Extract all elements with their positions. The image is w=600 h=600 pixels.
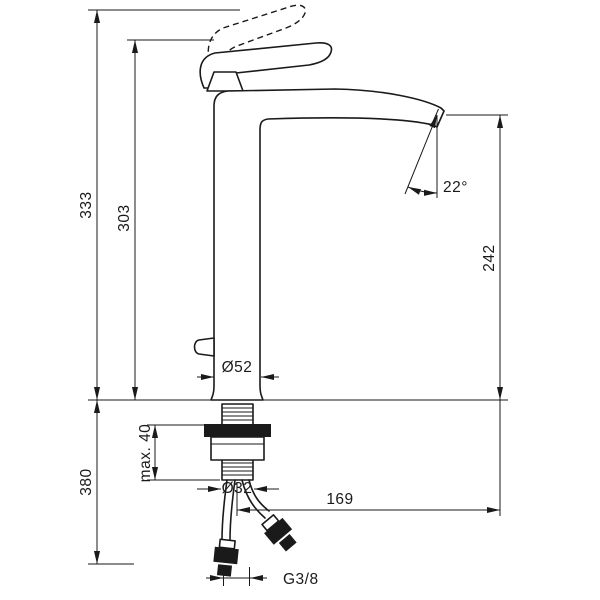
extension-lines: [88, 9, 508, 565]
dim-label-overall-height: 333: [78, 191, 95, 218]
dim-body-height: 303: [116, 40, 139, 400]
dim-label-body-height: 303: [116, 204, 133, 231]
dim-spout-angle: 22°: [404, 114, 468, 198]
popup-rod-knob: [193, 337, 215, 357]
dim-label-body-diameter: Ø52: [222, 359, 253, 376]
hose-connector-left: [213, 538, 239, 577]
dim-outlet-height: 242: [481, 115, 504, 400]
dim-label-angle: 22°: [443, 179, 468, 196]
dim-body-diameter: Ø52: [197, 359, 279, 381]
dim-label-spout-reach: 169: [326, 491, 353, 508]
body-spout-outline: [210, 88, 445, 401]
dim-label-below-deck-depth: 380: [78, 468, 95, 495]
dim-label-outlet-height: 242: [481, 244, 498, 271]
dim-connection-thread: G3/8: [206, 567, 319, 588]
dim-overall-height: 333: [78, 10, 101, 400]
dim-label-connection-thread: G3/8: [283, 571, 319, 588]
handle-base-cone: [206, 71, 244, 92]
dim-label-max-thickness: max. 40: [137, 424, 154, 483]
thread-hatch: [222, 407, 253, 476]
dim-spout-reach: 169: [236, 400, 501, 516]
dim-below-deck-depth: 380: [78, 400, 101, 564]
handle-raised-dashed-outline: [207, 4, 307, 72]
hose-connector-right: [261, 514, 297, 552]
mounting-nut: [210, 436, 265, 461]
dim-shank-diameter: Ø32: [197, 480, 279, 497]
rubber-washer: [204, 424, 271, 437]
dim-max-thickness: max. 40: [137, 424, 220, 483]
faucet-body: [193, 4, 445, 577]
